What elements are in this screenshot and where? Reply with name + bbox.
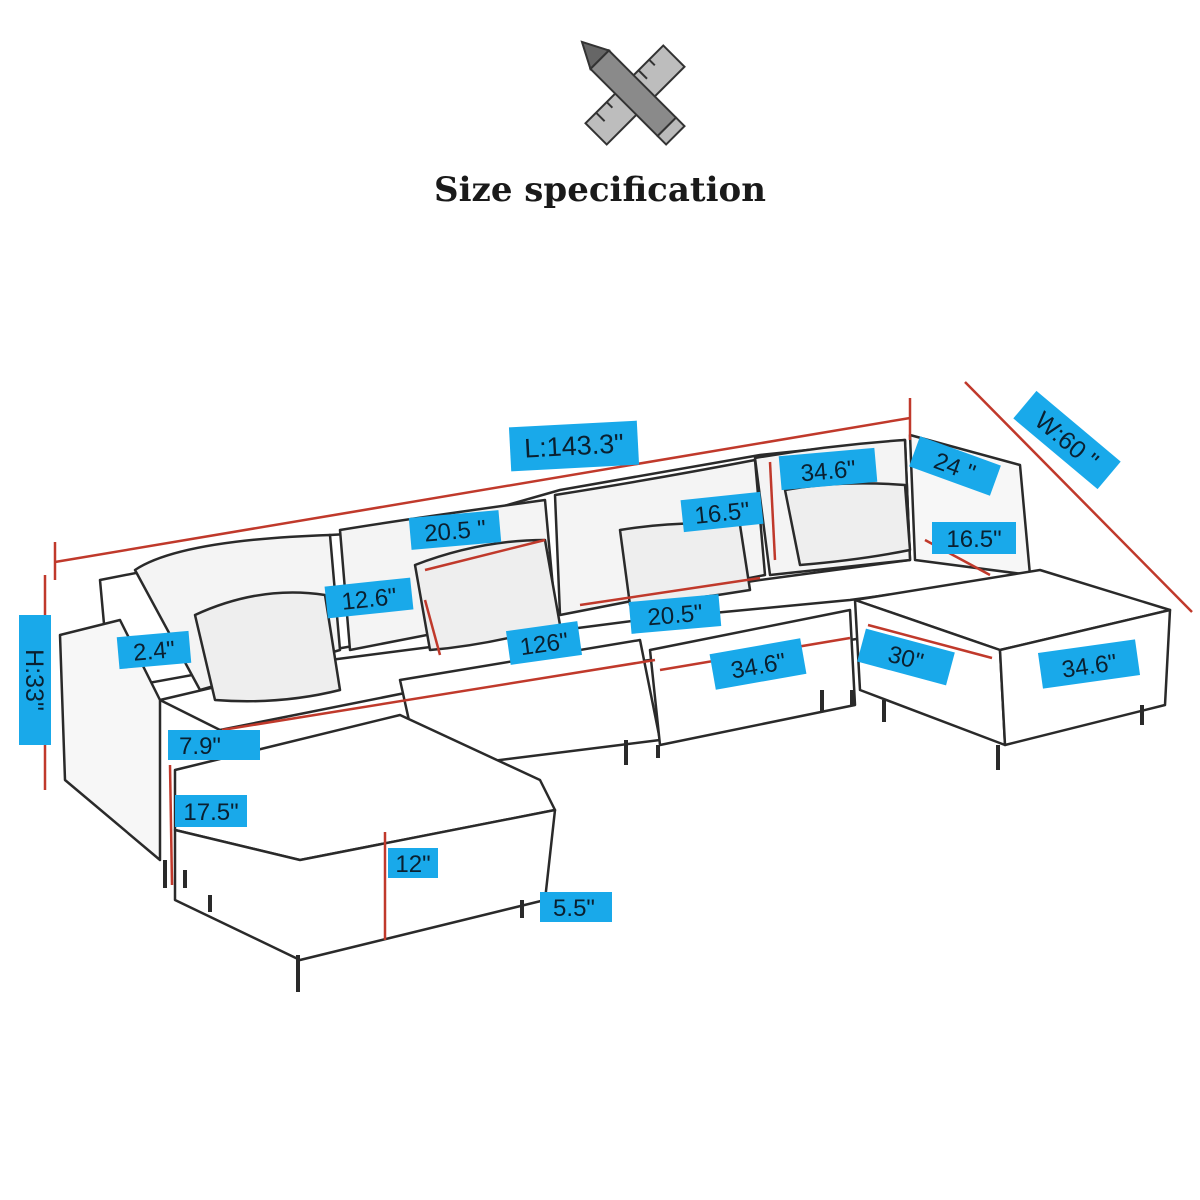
dim-back-height-mid-text: 16.5" (693, 497, 751, 530)
dim-ottoman-width: 34.6" (1037, 639, 1141, 689)
dim-back-height-right: 16.5" (932, 522, 1016, 554)
sofa-drawing (58, 433, 1172, 992)
dim-height-text: H:33" (20, 649, 48, 711)
ruler-pencil-icon (580, 40, 686, 146)
dim-width: W:60 " (1013, 390, 1121, 490)
dim-ottoman-depth: 30" (857, 628, 955, 686)
dim-pillow-width-text: 20.5 " (423, 515, 487, 547)
dim-pillow-width: 20.5 " (408, 510, 502, 550)
dim-back-height-mid: 16.5" (680, 491, 764, 533)
dim-ottoman-height: 12" (388, 848, 438, 878)
page-title: Size specification (434, 170, 766, 210)
dim-arm-width-text: 2.4" (132, 636, 176, 667)
dim-leg-height-text: 5.5" (553, 895, 595, 922)
dim-seat-depth-text: 20.5" (646, 600, 703, 632)
dim-inner-length: 126" (505, 621, 583, 665)
dim-module-width-top: 34.6" (778, 447, 878, 491)
dim-pillow-height: 12.6" (324, 577, 414, 619)
dimension-lines (43, 381, 1193, 940)
dim-height: H:33" (19, 615, 51, 745)
dim-seat-height: 17.5" (175, 795, 247, 827)
dim-leg-height: 5.5" (540, 892, 612, 922)
dim-seat-depth: 20.5" (628, 594, 722, 634)
dim-arm-width: 2.4" (116, 630, 192, 670)
dim-arm-offset-text: 7.9" (179, 733, 221, 760)
dim-module-width-front: 34.6" (709, 638, 807, 690)
dim-inner-length-text: 126" (518, 628, 570, 661)
dim-back-height-right-text: 16.5" (946, 526, 1001, 553)
dim-arm-offset: 7.9" (168, 730, 260, 760)
dim-module-width-top-text: 34.6" (800, 456, 857, 488)
dim-length-text: L:143.3" (523, 428, 624, 463)
dim-ottoman-height-text: 12" (395, 851, 430, 878)
dim-pillow-height-text: 12.6" (340, 583, 398, 616)
dim-length: L:143.3" (508, 420, 640, 472)
dim-seat-height-text: 17.5" (183, 799, 238, 826)
dimension-labels: L:143.3" W:60 " H:33" 2.4" 20.5 " 12.6" … (19, 390, 1141, 922)
